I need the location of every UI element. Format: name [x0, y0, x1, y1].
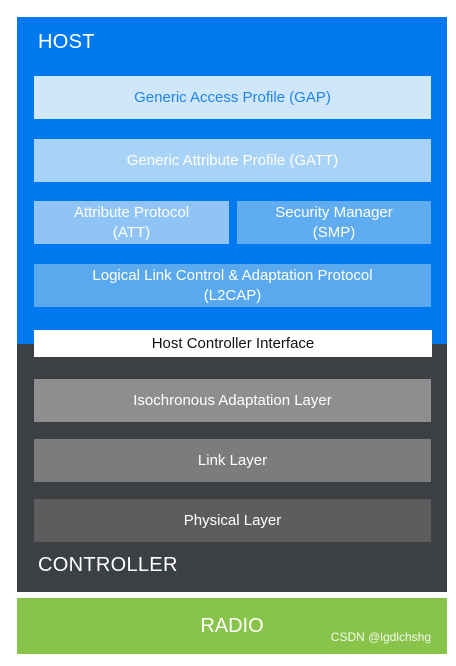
host-controller-interface: Host Controller Interface — [34, 330, 432, 357]
link-layer: Link Layer — [34, 439, 431, 482]
l2cap-label-line2: (L2CAP) — [203, 286, 262, 304]
att-label-line1: Attribute Protocol — [73, 203, 190, 221]
hci-label: Host Controller Interface — [151, 335, 315, 352]
radio-block: RADIO CSDN @lgdlchshg — [17, 598, 447, 654]
physical-layer-label: Physical Layer — [183, 511, 282, 529]
att-layer: Attribute Protocol (ATT) — [34, 201, 229, 244]
gatt-layer: Generic Attribute Profile (GATT) — [34, 139, 431, 182]
host-title: HOST — [38, 31, 95, 53]
smp-label-line2: (SMP) — [312, 223, 356, 241]
gatt-label: Generic Attribute Profile (GATT) — [126, 151, 339, 169]
iso-label: Isochronous Adaptation Layer — [133, 391, 332, 409]
smp-label-line1: Security Manager — [275, 203, 393, 221]
radio-label: RADIO — [200, 614, 264, 637]
l2cap-layer: Logical Link Control & Adaptation Protoc… — [34, 264, 431, 307]
link-layer-label: Link Layer — [197, 451, 268, 469]
l2cap-label-line1: Logical Link Control & Adaptation Protoc… — [92, 266, 373, 284]
gap-layer: Generic Access Profile (GAP) — [34, 76, 431, 119]
physical-layer: Physical Layer — [34, 499, 431, 542]
isochronous-adaptation-layer: Isochronous Adaptation Layer — [34, 379, 431, 422]
host-block: HOST Generic Access Profile (GAP) Generi… — [17, 17, 447, 344]
watermark-text: CSDN @lgdlchshg — [330, 630, 431, 644]
smp-layer: Security Manager (SMP) — [237, 201, 431, 244]
controller-block: Isochronous Adaptation Layer Link Layer … — [17, 344, 447, 592]
att-label-line2: (ATT) — [112, 223, 151, 241]
gap-label: Generic Access Profile (GAP) — [134, 88, 331, 106]
controller-title: CONTROLLER — [38, 554, 178, 576]
